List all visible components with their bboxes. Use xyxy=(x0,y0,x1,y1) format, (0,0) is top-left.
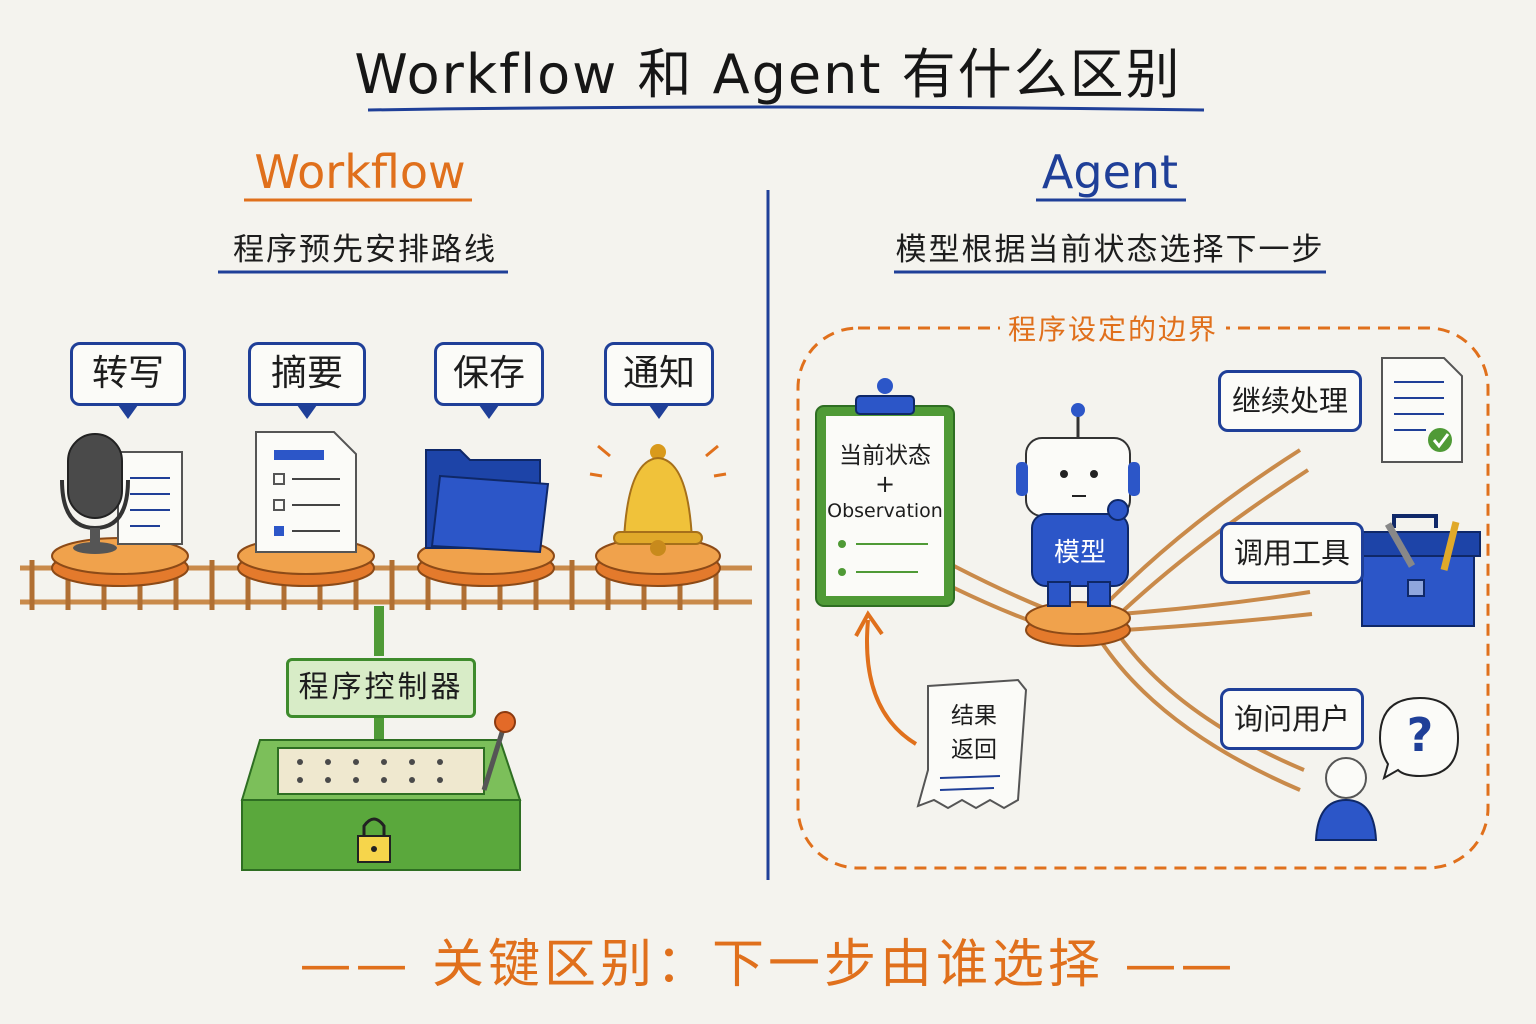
step-bubble-save: 保存 xyxy=(434,342,544,419)
robot-icon xyxy=(1016,403,1140,647)
lock-icon xyxy=(357,817,391,863)
step-bubble-summary: 摘要 xyxy=(248,342,366,419)
receipt-icon xyxy=(916,678,1028,810)
station-plates xyxy=(51,537,721,587)
step-bubble-notify: 通知 xyxy=(604,342,714,419)
toolbox-icon xyxy=(1355,514,1481,627)
return-arrow xyxy=(865,619,918,746)
bell-icon xyxy=(589,444,727,556)
agent-heading: Agent xyxy=(1041,145,1179,199)
page-title: Workflow 和 Agent 有什么区别 xyxy=(354,43,1182,106)
clipboard-state-label: 当前状态 xyxy=(839,443,931,469)
controller-pole xyxy=(374,606,384,656)
controller-box xyxy=(240,711,522,871)
completed-document-icon xyxy=(1381,357,1463,463)
step-bubble-transcribe: 转写 xyxy=(70,342,186,419)
speech-bubble-icon xyxy=(1378,696,1460,781)
microphone-icon xyxy=(60,433,183,554)
clipboard-icon xyxy=(815,378,955,607)
folder-icon xyxy=(425,449,550,554)
title-underline xyxy=(367,105,1205,112)
robot-label: 模型 xyxy=(1053,538,1106,568)
agent-subtitle: 模型根据当前状态选择下一步 xyxy=(895,232,1325,268)
option-call-tool: 调用工具 xyxy=(1220,522,1364,584)
document-icon xyxy=(255,431,357,553)
controller-label: 程序控制器 xyxy=(286,658,476,718)
clipboard-observation-label: Observation xyxy=(827,500,943,522)
workflow-subtitle: 程序预先安排路线 xyxy=(233,232,497,268)
key-difference-text: —— 关键区别：下一步由谁选择 —— xyxy=(299,935,1237,995)
boundary-label: 程序设定的边界 xyxy=(1000,308,1227,348)
option-continue: 继续处理 xyxy=(1218,370,1362,432)
user-icon xyxy=(1314,757,1378,841)
result-label-line1: 结果 xyxy=(951,703,997,729)
option-ask-user: 询问用户 xyxy=(1220,688,1364,750)
workflow-heading: Workflow xyxy=(254,145,466,199)
question-mark: ? xyxy=(1406,708,1434,762)
result-label-line2: 返回 xyxy=(951,737,997,763)
clipboard-plus: + xyxy=(874,470,896,498)
